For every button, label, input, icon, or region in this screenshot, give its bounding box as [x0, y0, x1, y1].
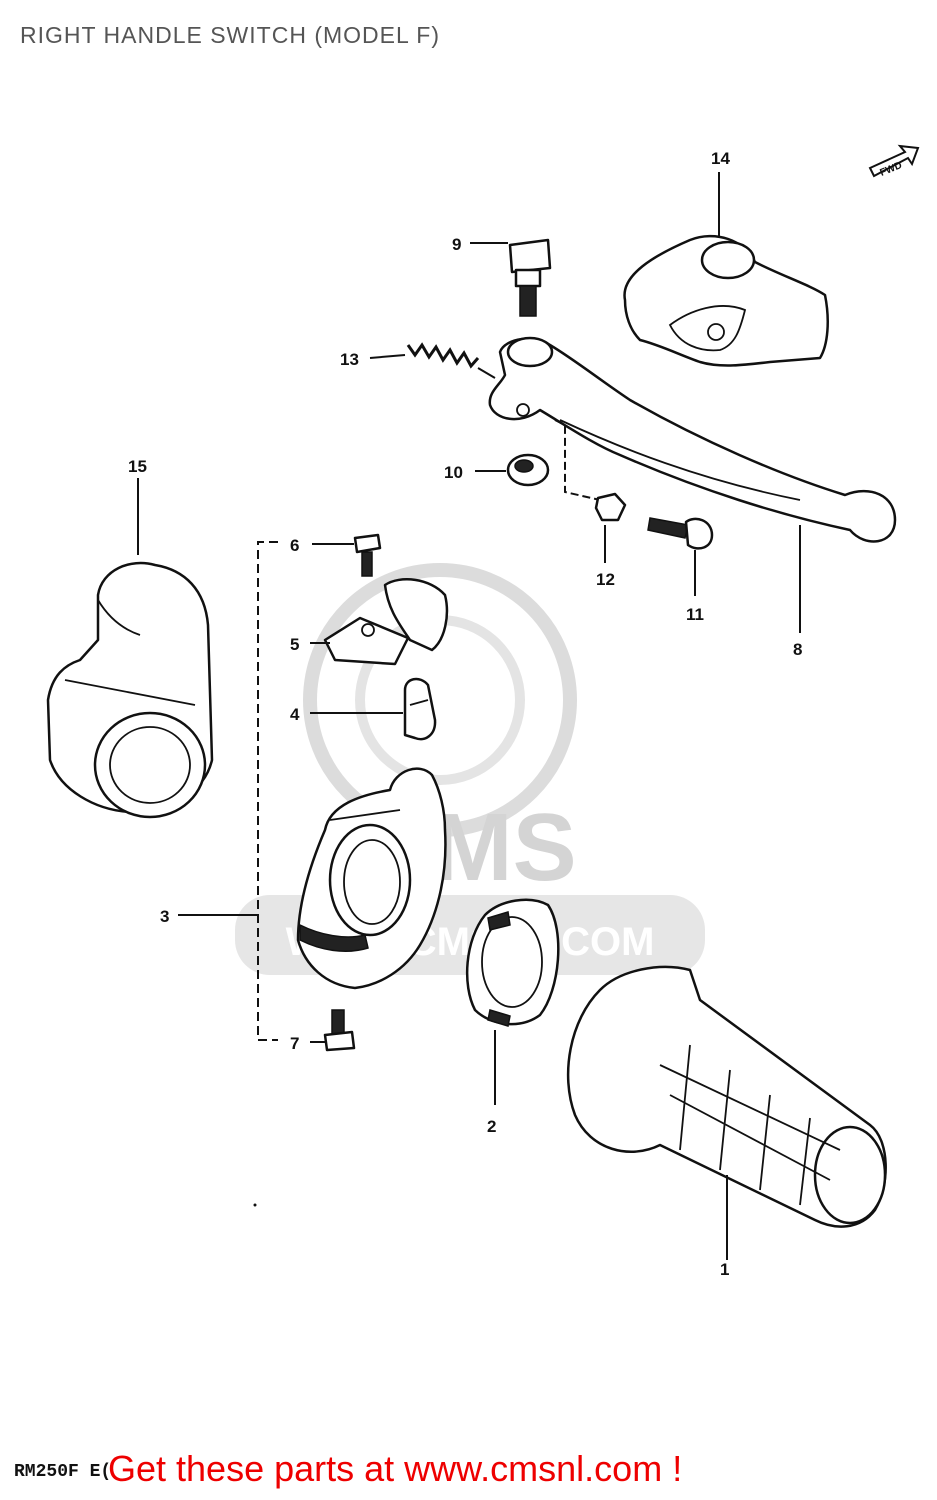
part-14-lever-cover — [623, 234, 829, 367]
part-3-switch-housing — [296, 767, 447, 990]
callout-6: 6 — [290, 536, 299, 555]
part-13-spring — [406, 342, 496, 379]
callout-5: 5 — [290, 635, 299, 654]
part-15-switch-cover — [46, 561, 214, 819]
part-1-throttle-grip — [566, 965, 887, 1228]
callout-8: 8 — [793, 640, 802, 659]
diagram-title: RIGHT HANDLE SWITCH (MODEL F) — [20, 22, 441, 48]
callout-3: 3 — [160, 907, 169, 926]
callout-10: 10 — [444, 463, 463, 482]
callout-14: 14 — [711, 149, 730, 168]
callout-12: 12 — [596, 570, 615, 589]
part-8-clutch-lever — [488, 336, 897, 543]
promo-link[interactable]: Get these parts at www.cmsnl.com ! — [108, 1448, 683, 1489]
part-4-clip — [403, 677, 437, 741]
callout-7: 7 — [290, 1034, 299, 1053]
part-10-bushing — [506, 453, 550, 487]
callout-9: 9 — [452, 235, 461, 254]
part-11-adjuster-screw — [647, 517, 714, 550]
part-9-pivot-bolt — [508, 238, 552, 317]
part-2-throttle-ring — [465, 898, 560, 1027]
callout-13: 13 — [340, 350, 359, 369]
forward-arrow-icon: FWD — [868, 144, 920, 179]
callout-2: 2 — [487, 1117, 496, 1136]
part-6-screw — [353, 533, 382, 577]
callout-1: 1 — [720, 1260, 729, 1279]
callout-11: 11 — [686, 605, 704, 624]
part-12-nut — [594, 492, 627, 522]
model-code: RM250F E( — [14, 1462, 112, 1482]
callout-15: 15 — [128, 457, 147, 476]
callout-4: 4 — [290, 705, 300, 724]
part-5-switch-knob — [323, 578, 449, 666]
part-7-screw — [323, 1009, 356, 1052]
